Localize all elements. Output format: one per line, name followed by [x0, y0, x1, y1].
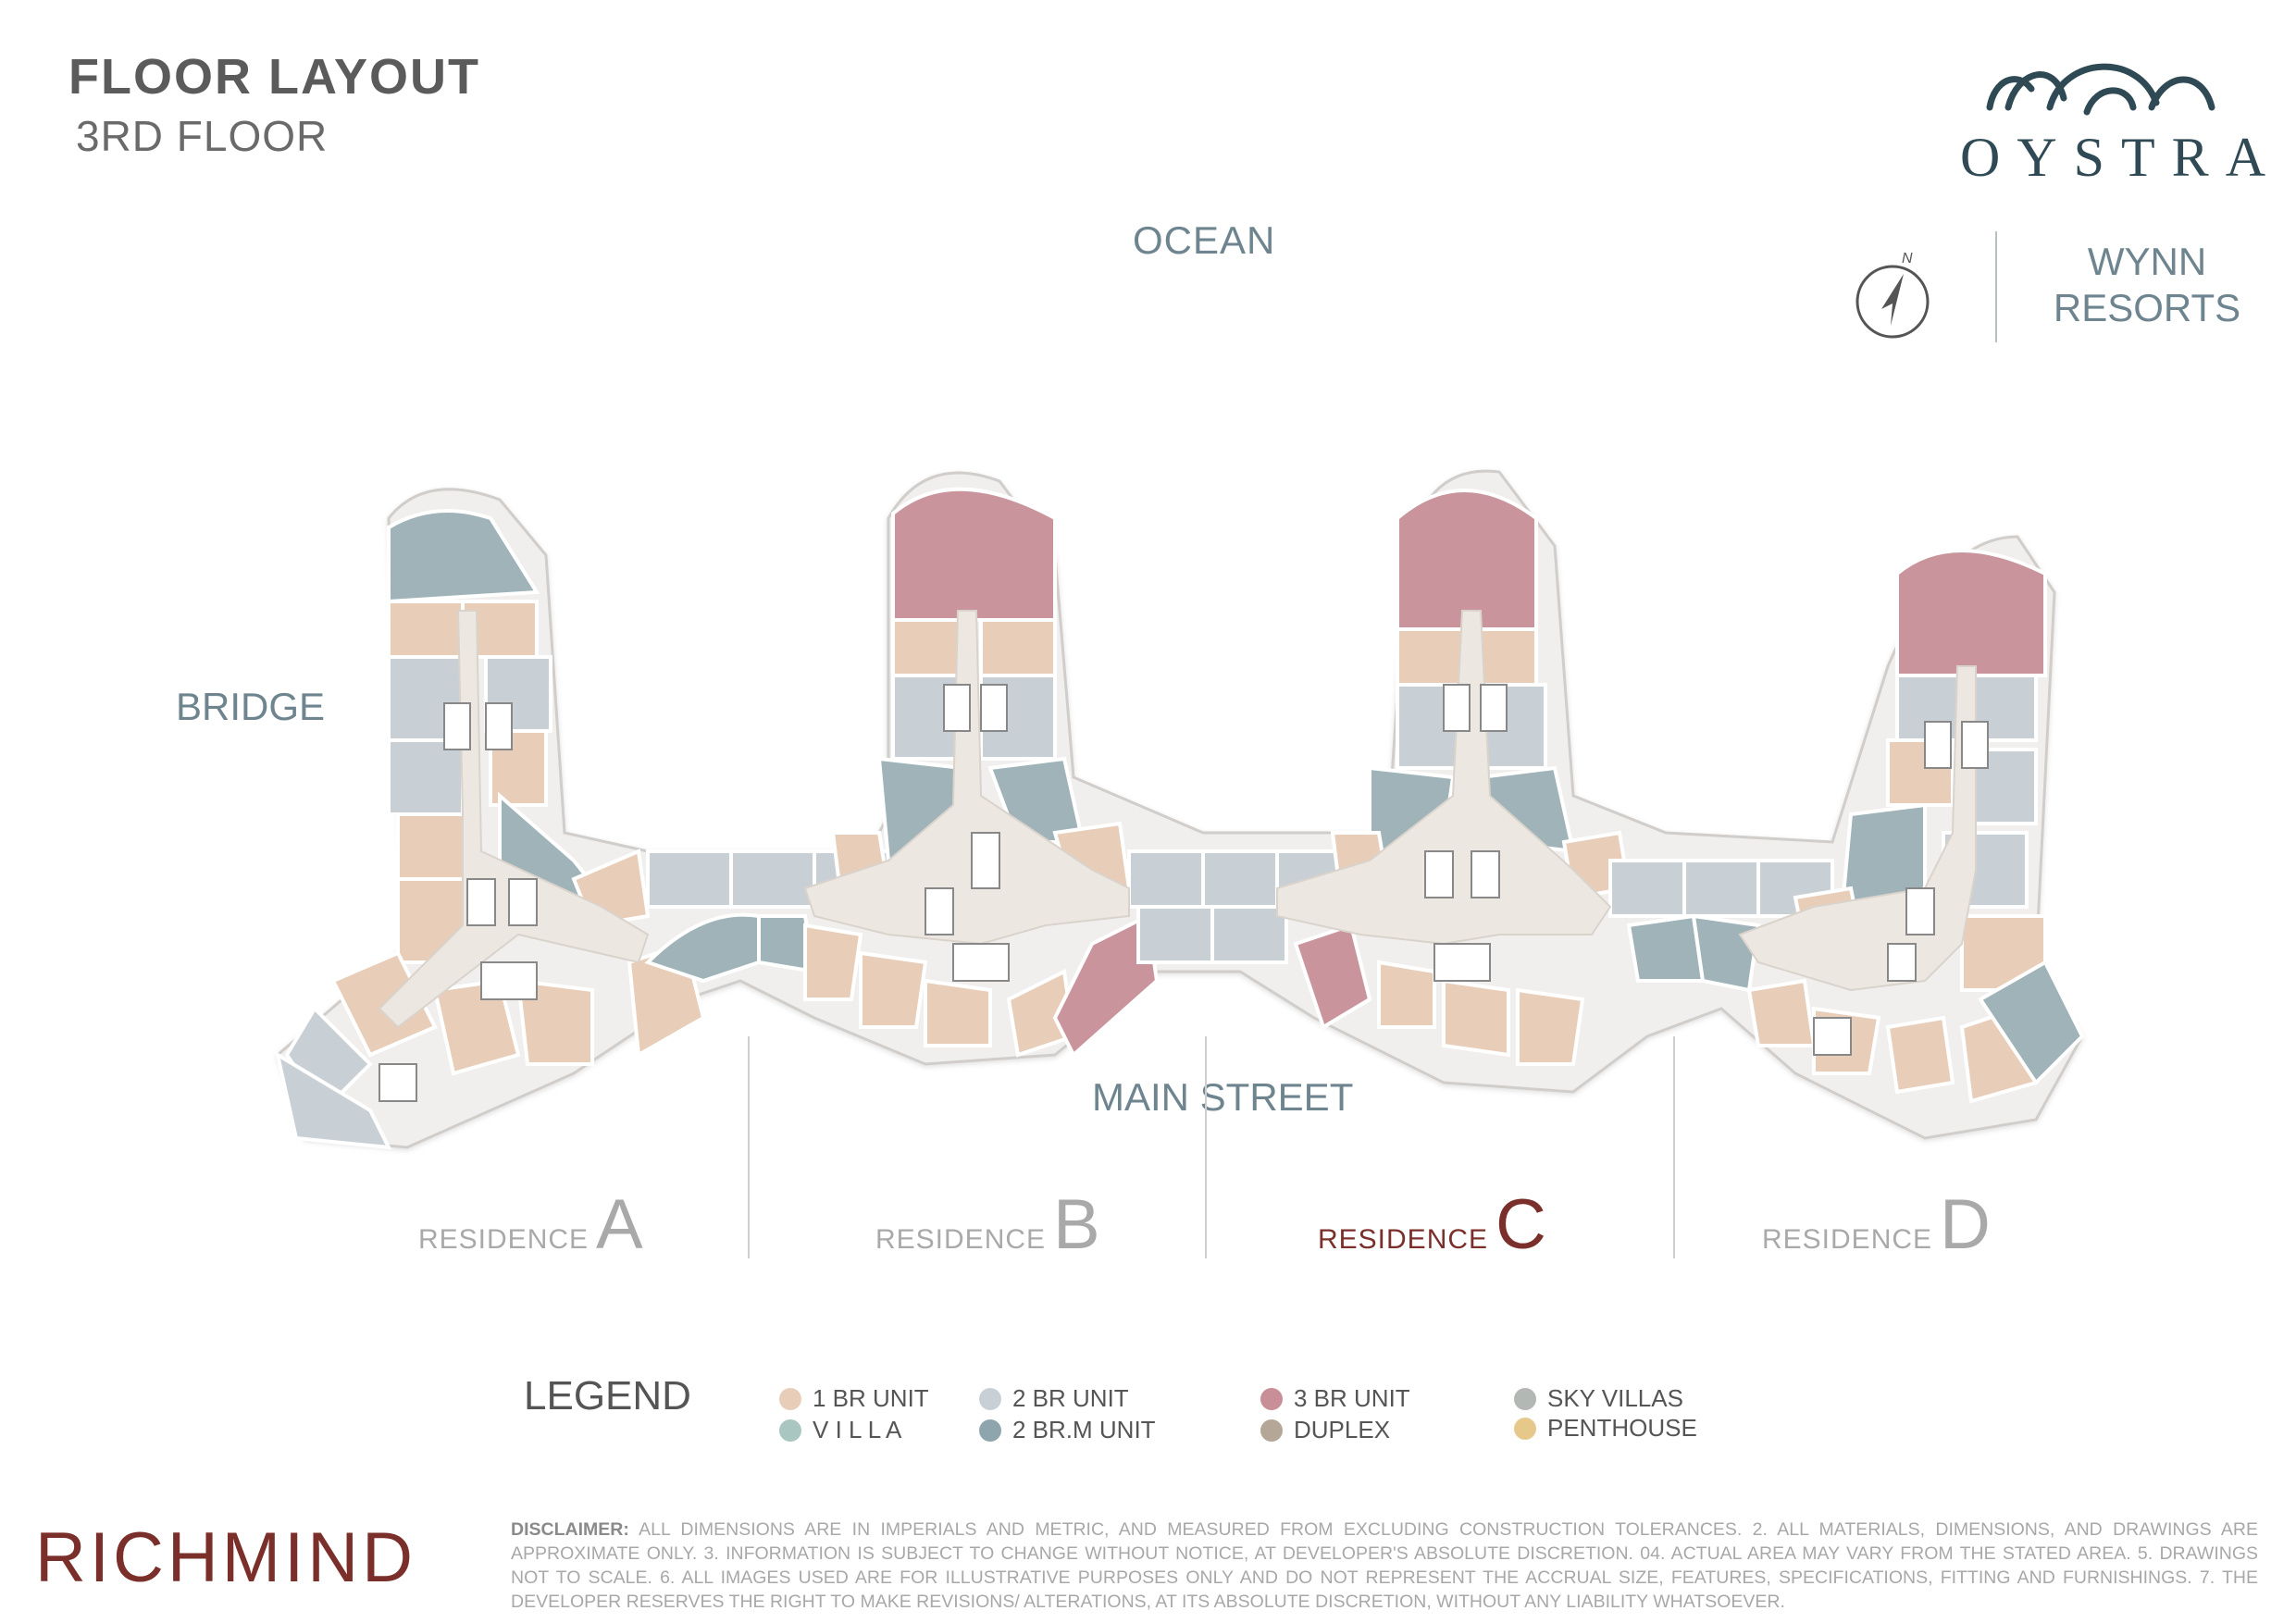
legend-item: 1 BR UNIT [779, 1384, 929, 1413]
legend-swatch-2brm [979, 1419, 1001, 1442]
legend-item: V I L L A [779, 1416, 901, 1444]
residence-b-letter: B [1053, 1185, 1100, 1264]
legend-item: SKY VILLAS [1514, 1384, 1683, 1413]
disclaimer-body: ALL DIMENSIONS ARE IN IMPERIALS AND METR… [511, 1519, 2258, 1612]
residence-c-letter: C [1496, 1185, 1546, 1264]
residence-divider [1205, 1036, 1207, 1258]
core-blocks [379, 684, 1989, 1102]
compass-label: N [1902, 251, 1913, 266]
ocean-label: OCEAN [1133, 218, 1276, 262]
partner-line-2: RESORTS [2053, 286, 2241, 329]
brand-logo-text: OYSTRA [1960, 127, 2283, 188]
legend-item: 2 BR UNIT [979, 1384, 1129, 1413]
disclaimer-text: DISCLAIMER: ALL DIMENSIONS ARE IN IMPERI… [511, 1518, 2258, 1614]
floor-subtitle: 3RD FLOOR [76, 112, 329, 160]
page-title: FLOOR LAYOUT [68, 49, 481, 105]
residence-a-letter: A [596, 1185, 643, 1264]
legend-swatch-sky-villas [1514, 1387, 1536, 1410]
residence-b-text: RESIDENCE [875, 1224, 1047, 1255]
residence-c-label[interactable]: RESIDENCE C [1318, 1184, 1546, 1264]
residence-a-label[interactable]: RESIDENCE A [418, 1184, 643, 1264]
legend-swatch-villa [779, 1419, 801, 1442]
residence-d-letter: D [1940, 1185, 1991, 1264]
legend-swatch-penthouse [1514, 1417, 1536, 1440]
legend-swatch-2br [979, 1387, 1001, 1410]
main-street-label: MAIN STREET [1092, 1075, 1354, 1119]
legend-title: LEGEND [524, 1373, 691, 1419]
partner-brand: WYNN RESORTS [2036, 239, 2258, 331]
legend-item: PENTHOUSE [1514, 1414, 1697, 1443]
oystra-wave-logo-icon [1986, 63, 2215, 116]
header-divider [1995, 231, 1997, 342]
residence-a-text: RESIDENCE [418, 1224, 590, 1255]
residence-divider [1673, 1036, 1675, 1258]
legend-swatch-1br [779, 1387, 801, 1410]
north-arrow-icon: N [1855, 251, 1930, 339]
residence-b-label[interactable]: RESIDENCE B [875, 1184, 1100, 1264]
legend-item: DUPLEX [1260, 1416, 1390, 1444]
residence-d-label[interactable]: RESIDENCE D [1762, 1184, 1991, 1264]
bridge-label: BRIDGE [176, 685, 326, 728]
legend-item: 3 BR UNIT [1260, 1384, 1410, 1413]
legend-swatch-3br [1260, 1387, 1283, 1410]
residence-divider [748, 1036, 750, 1258]
legend-item: 2 BR.M UNIT [979, 1416, 1156, 1444]
legend-swatch-duplex [1260, 1419, 1283, 1442]
disclaimer-label: DISCLAIMER: [511, 1519, 629, 1540]
partner-line-1: WYNN [2087, 240, 2207, 283]
company-logo: RICHMIND [35, 1518, 416, 1597]
residence-c-text: RESIDENCE [1318, 1224, 1489, 1255]
residence-d-text: RESIDENCE [1762, 1224, 1933, 1255]
